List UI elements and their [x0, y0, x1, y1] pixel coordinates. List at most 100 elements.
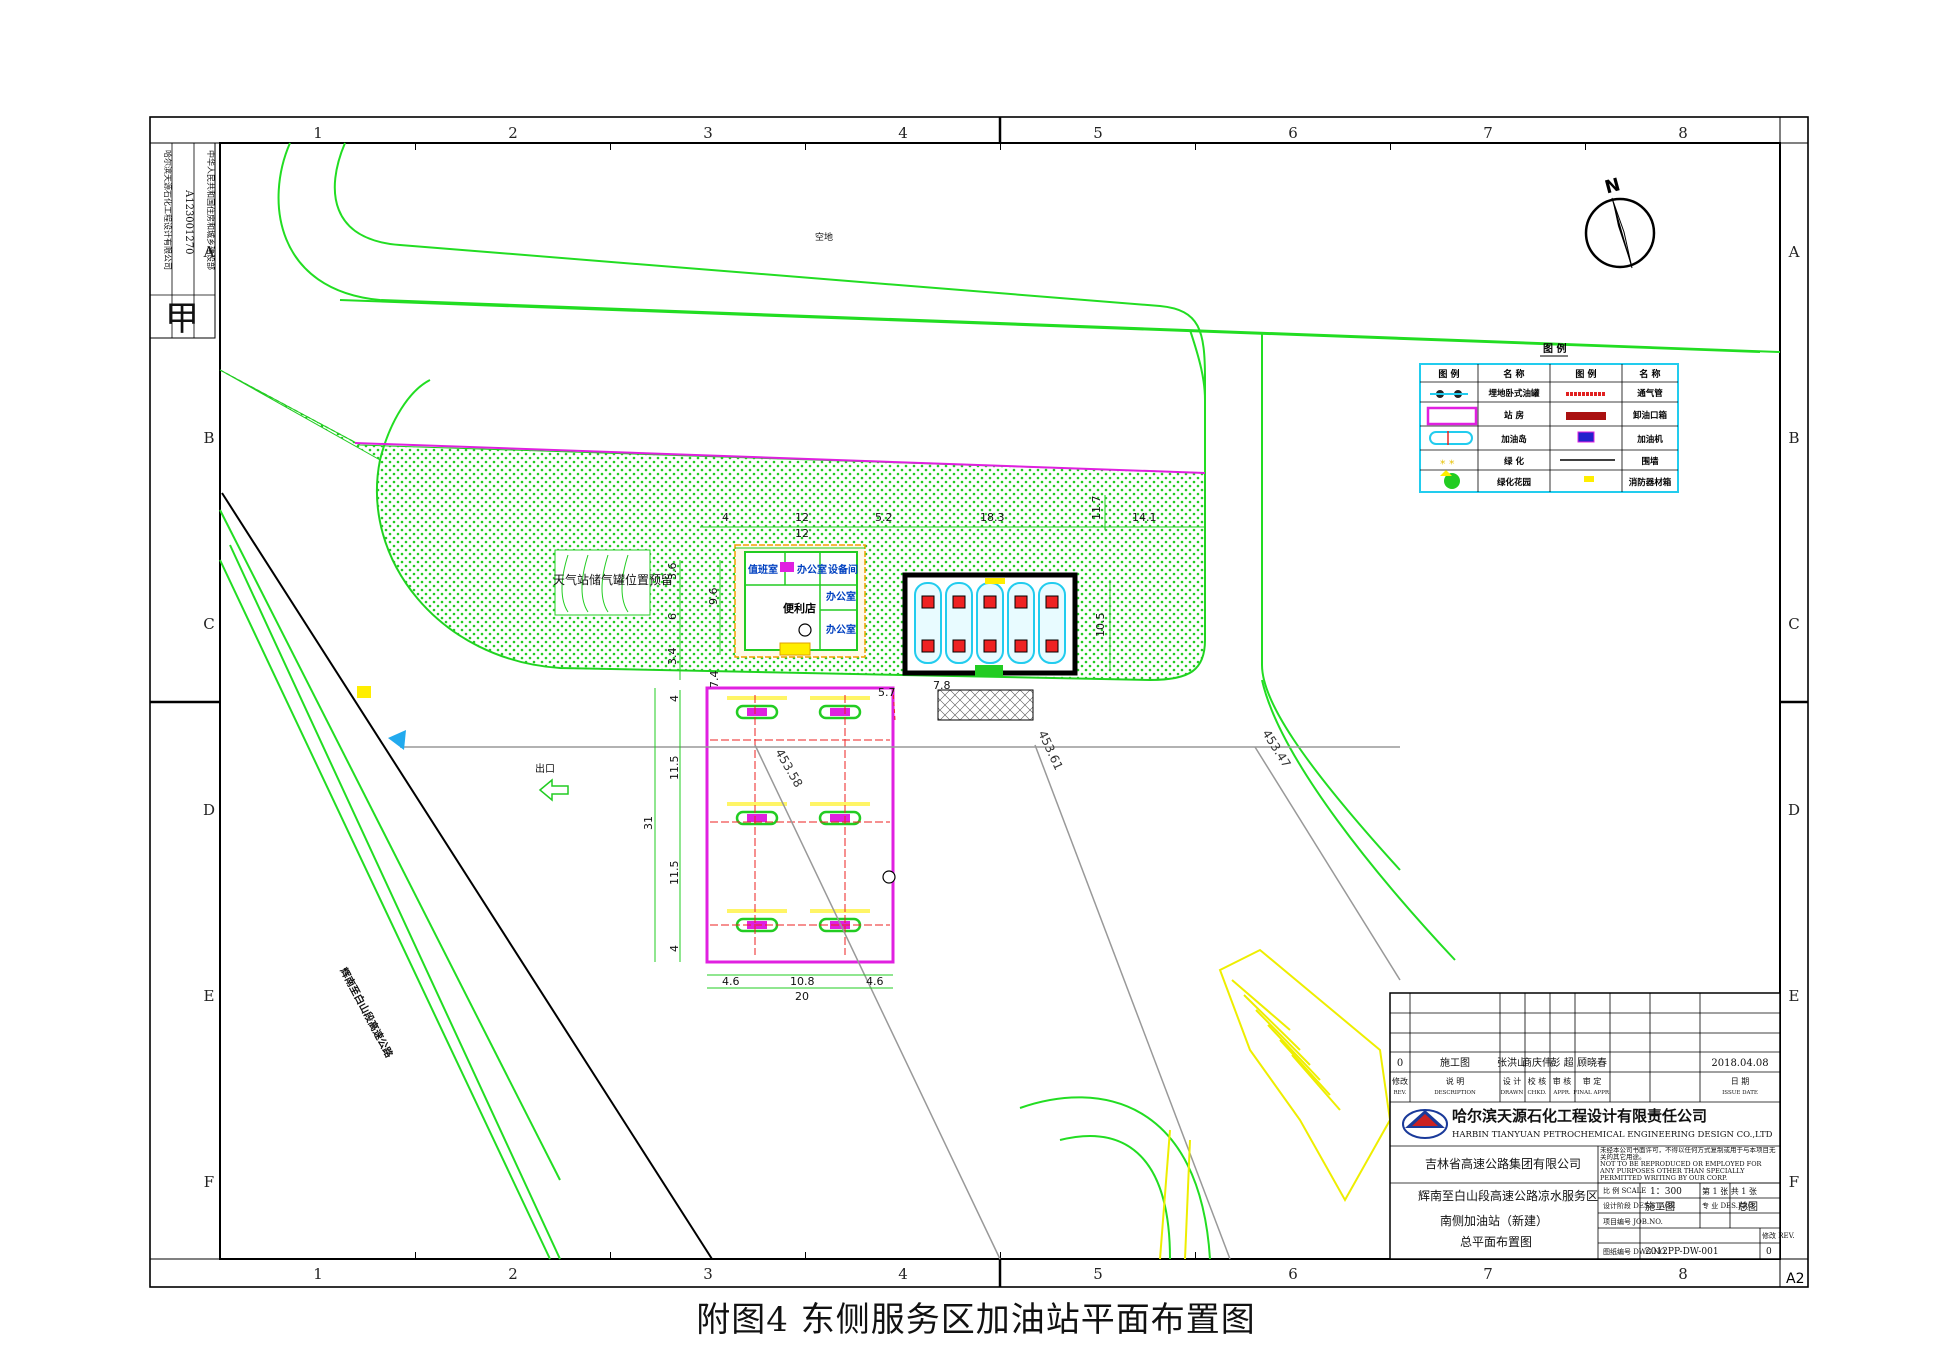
- legend-header-1: 图 例: [1438, 368, 1459, 380]
- dispenser-1-1: [747, 708, 767, 716]
- underground-tank-area: [902, 572, 1078, 721]
- dim-top-inner: 12: [795, 527, 809, 540]
- rev-header-3-1: 设 计: [1503, 1076, 1522, 1086]
- rev-cell-6: 顾晓春: [1577, 1057, 1607, 1069]
- exit-arrow: [538, 778, 569, 802]
- qualification-stamp: 哈尔滨天源石化工程设计有限公司 A123001270 中华人民共和国住房和城乡建…: [149, 142, 216, 339]
- notice-en: NOT TO BE REPRODUCED OR EMPLOYED FOR ANY…: [1600, 1160, 1762, 1182]
- grid-col-bottom-4: 4: [898, 1265, 908, 1283]
- rev-cell-3: 张洪山: [1497, 1057, 1527, 1069]
- rev-header-7-2: ISSUE DATE: [1722, 1090, 1758, 1096]
- grid-col-bottom-8: 8: [1678, 1265, 1688, 1283]
- vent-marker: [985, 578, 1005, 584]
- dim-canopy-total: 31: [642, 816, 655, 830]
- tank-manhole-top-3: [983, 595, 997, 609]
- rev-value: 0: [1766, 1247, 1772, 1257]
- property-boundary: [354, 442, 1206, 474]
- legend-name-right-2: 卸油口箱: [1633, 410, 1668, 421]
- grid-col-top-1: 1: [313, 124, 323, 142]
- rev-header-1-1: 修改: [1392, 1076, 1408, 1086]
- legend-header-2: 名 称: [1503, 368, 1524, 380]
- grid-row-left-F: F: [204, 1173, 214, 1191]
- grid-col-bottom-5: 5: [1093, 1265, 1103, 1283]
- elevation-2: 453.61: [1035, 728, 1065, 772]
- tank-manhole-bottom-2: [952, 639, 966, 653]
- dim-bottom-2: 10.8: [790, 975, 815, 988]
- scale-value: 1：300: [1650, 1187, 1682, 1197]
- open-space-label: 空地: [815, 231, 833, 243]
- grid-row-left-A: A: [203, 243, 215, 261]
- grid-col-top-6: 6: [1288, 124, 1298, 142]
- legend-name-right-1: 通气管: [1637, 388, 1663, 399]
- legend-name-left-4: 绿 化: [1504, 456, 1524, 467]
- rev-header-7-1: 日 期: [1731, 1077, 1750, 1086]
- rev-cell-1: 0: [1397, 1058, 1403, 1069]
- client-name: 吉林省高速公路集团有限公司: [1425, 1156, 1581, 1171]
- room-office2-label: 办公室: [826, 590, 856, 603]
- legend-name-right-5: 消防器材箱: [1629, 477, 1672, 488]
- dim-top-5: 14.1: [1132, 511, 1157, 524]
- grid-col-bottom-6: 6: [1288, 1265, 1298, 1283]
- tank-manhole-top-2: [952, 595, 966, 609]
- island-label-bar-1-2: [810, 696, 870, 700]
- grid-col-top-3: 3: [703, 124, 713, 142]
- dispenser-1-2: [830, 708, 850, 716]
- legend-name-left-3: 加油岛: [1500, 434, 1527, 445]
- rev-header-3-2: DRAWN: [1501, 1090, 1524, 1096]
- dim-left-3: 3.4: [666, 648, 679, 666]
- dim-top-4: 18.3: [980, 511, 1005, 524]
- grid-row-left-C: C: [203, 615, 214, 633]
- discipline-value: 总图: [1738, 1200, 1758, 1213]
- tank-manhole-top-1: [921, 595, 935, 609]
- notice-cn: 未经本公司书面许可，不得以任何方式复制或用于与本项目无关的其它用途。: [1600, 1147, 1776, 1161]
- legend-name-right-4: 围墙: [1641, 456, 1659, 467]
- convenience-store-label: 便利店: [783, 601, 816, 615]
- grid-row-right-C: C: [1788, 615, 1799, 633]
- parking-area: [1159, 948, 1392, 1260]
- grid-col-bottom-1: 1: [313, 1265, 323, 1283]
- dim-top-2: 12: [795, 511, 809, 524]
- elevation-labels: 453.58 453.61 453.47: [772, 727, 1293, 790]
- grid-row-left-E: E: [204, 987, 215, 1005]
- tank-manhole-top-5: [1045, 595, 1059, 609]
- company-name-en: HARBIN TIANYUAN PETROCHEMICAL ENGINEERIN…: [1452, 1130, 1773, 1140]
- rev-label: 修改 REV.: [1762, 1231, 1795, 1240]
- legend-name-left-5: 绿化花园: [1497, 477, 1531, 488]
- project-line-3: 总平面布置图: [1460, 1235, 1532, 1249]
- dim-tank-height: 10.5: [1094, 613, 1107, 638]
- dim-top-1: 4: [722, 511, 729, 524]
- yellow-marker: [357, 686, 371, 698]
- svg-text:⁎ ⁎: ⁎ ⁎: [1440, 454, 1455, 467]
- rev-cell-5: 彭 超: [1550, 1056, 1573, 1069]
- grid-row-left-B: B: [203, 429, 214, 447]
- legend-header-3: 图 例: [1575, 368, 1596, 380]
- grid-col-bottom-7: 7: [1483, 1265, 1493, 1283]
- job-no-label: 项目编号 JOB.NO.: [1603, 1217, 1663, 1226]
- stamp-company: 哈尔滨天源石化工程设计有限公司: [163, 150, 173, 270]
- dim-7-4: 7.4: [708, 671, 721, 689]
- north-arrow: N: [1584, 174, 1656, 269]
- dimension-lines: [654, 495, 1205, 989]
- dispenser-2-2: [830, 814, 850, 822]
- dim-canopy-row-1: 4: [668, 695, 681, 702]
- project-line-1: 辉南至白山段高速公路凉水服务区: [1418, 1188, 1598, 1203]
- grid-col-bottom-2: 2: [508, 1265, 518, 1283]
- rev-cell-2: 施工图: [1440, 1056, 1470, 1069]
- island-label-bar-3-2: [810, 909, 870, 913]
- grid-col-top-4: 4: [898, 124, 908, 142]
- design-stage-label: 设计阶段 DES.STAGE: [1603, 1201, 1676, 1210]
- rev-header-6-2: FINAL APPR.: [1573, 1090, 1611, 1096]
- dim-canopy-width: 20: [795, 990, 809, 1003]
- rev-cell-4: 商庆伟: [1522, 1056, 1552, 1069]
- rev-header-6-1: 审 定: [1583, 1076, 1602, 1086]
- tank-manhole-bottom-4: [1014, 639, 1028, 653]
- rev-header-1-2: REV.: [1394, 1090, 1407, 1096]
- dim-canopy-row-2: 11.5: [668, 756, 681, 781]
- dim-canopy-row-4: 4: [668, 945, 681, 952]
- grid-row-right-F: F: [1789, 1173, 1799, 1191]
- dim-bottom-3: 4.6: [866, 975, 884, 988]
